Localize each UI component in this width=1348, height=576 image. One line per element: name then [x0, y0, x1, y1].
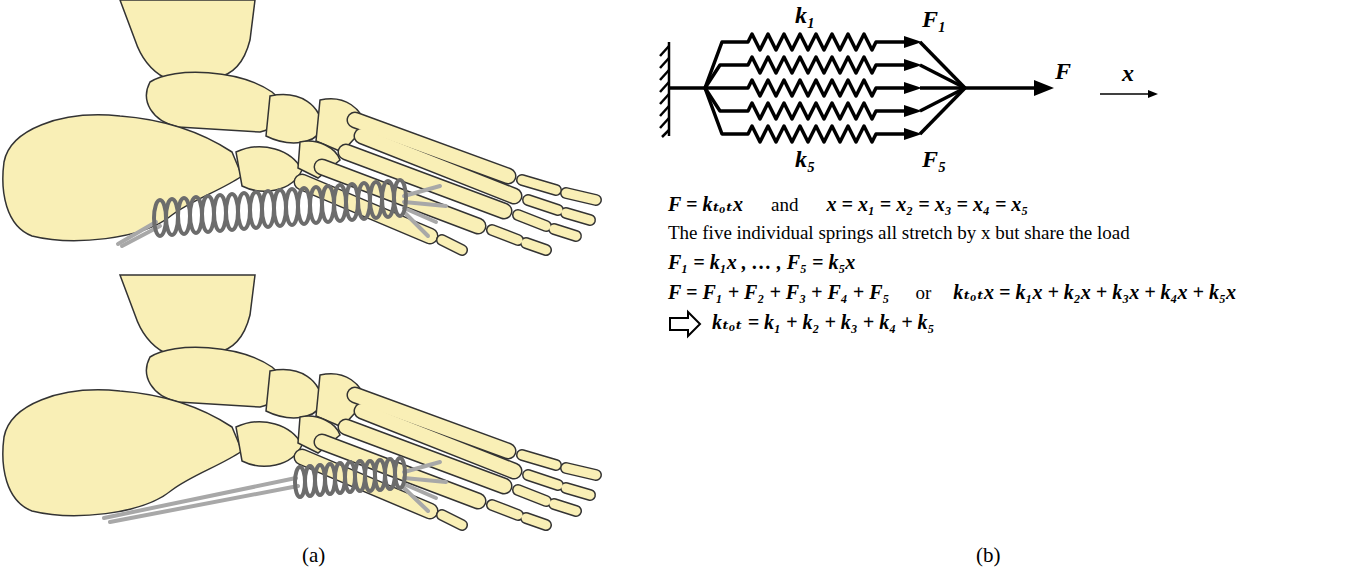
connective-word: and: [771, 194, 798, 216]
equation: x = x₁ = x₂ = x₃ = x₄ = x₅: [827, 193, 1029, 216]
arrowheads: [904, 36, 1158, 140]
connective-word: or: [916, 282, 932, 304]
wall-support: [660, 42, 669, 137]
fascia-spring: [104, 458, 446, 522]
panel-label: (b): [976, 543, 1001, 567]
equation: kₜₒₜx = k₁x + k₂x + k₃x + k₄x + k₅x: [953, 281, 1236, 304]
equation: F = kₜₒₜx: [668, 193, 743, 216]
foot-skeleton: [3, 275, 596, 525]
force-label: F₅: [922, 146, 946, 174]
foot-skeleton: [3, 0, 596, 250]
equation: F₁ = k₁x , … , F₅ = k₅x: [668, 251, 855, 274]
fascia-spring: [118, 180, 446, 246]
implies-arrow: [670, 312, 700, 336]
force-label: F: [1055, 58, 1071, 86]
spring-constant: k₅: [795, 146, 815, 174]
equation: kₜₒₜ = k₁ + k₂ + k₃ + k₄ + k₅: [712, 311, 935, 334]
panel-label: (a): [302, 543, 325, 567]
force-label: F₁: [922, 6, 946, 34]
parallel-springs: [669, 34, 1036, 142]
equation: F = F₁ + F₂ + F₃ + F₄ + F₅: [668, 281, 890, 304]
spring-constant: k₁: [795, 2, 815, 30]
explanation-text: The five individual springs all stretch …: [668, 222, 1130, 244]
displacement-label: x: [1122, 60, 1134, 88]
